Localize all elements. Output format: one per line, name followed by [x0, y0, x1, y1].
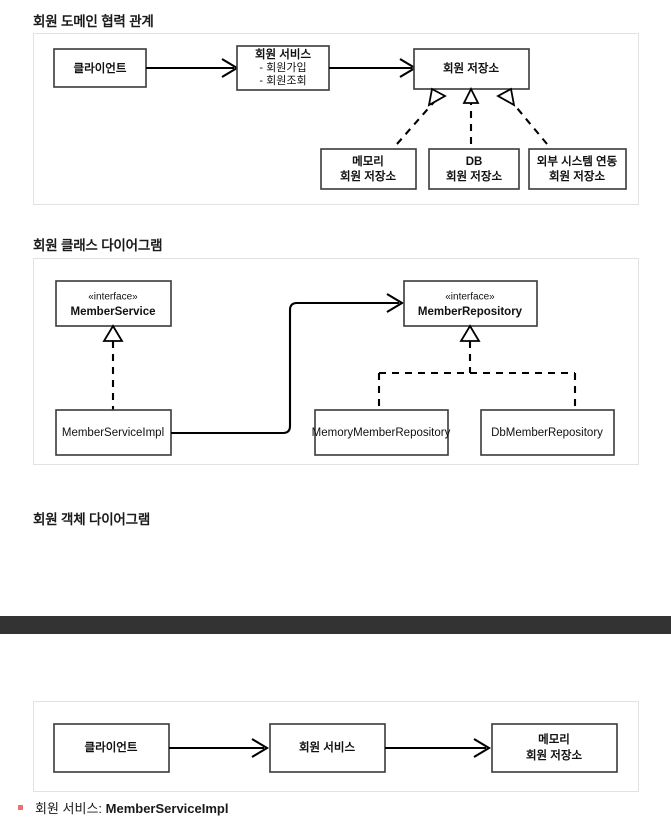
node-memory-repository-line-2: 회원 저장소 [340, 169, 397, 183]
node-db-member-repository: DbMemberRepository [480, 409, 615, 456]
node-object-client: 클라이언트 [53, 723, 170, 773]
footer-bullet-text: 회원 서비스: MemberServiceImpl [35, 798, 228, 817]
node-interface-member-repository: «interface» MemberRepository [403, 280, 538, 327]
node-external-repository-line-2: 회원 저장소 [549, 169, 606, 183]
edge-db-realizes-repository [462, 86, 480, 144]
node-external-repository-line-1: 외부 시스템 연동 [537, 154, 618, 168]
node-object-member-service: 회원 서비스 [269, 723, 386, 773]
class-diagram-canvas: «interface» MemberService MemberServiceI… [55, 280, 615, 456]
domain-diagram-canvas: 클라이언트 회원 서비스 - 회원가입 - 회원조회 [53, 45, 627, 190]
edge-memory-realizes-repository [396, 87, 447, 145]
node-object-client-label: 클라이언트 [85, 740, 138, 754]
object-diagram-canvas: 클라이언트 회원 서비스 메모리 회원 저장소 [53, 723, 618, 773]
node-client: 클라이언트 [53, 48, 147, 88]
footer-bullet-item: 회원 서비스: MemberServiceImpl [18, 798, 228, 817]
slide-divider-band [0, 616, 671, 634]
node-interface-member-service-name: MemberService [70, 306, 155, 318]
node-interface-member-service-stereotype: «interface» [88, 292, 138, 303]
node-interface-member-repository-stereotype: «interface» [445, 292, 495, 303]
heading-object-diagram: 회원 객체 다이어그램 [33, 512, 151, 527]
node-object-memory-repository-line-1: 메모리 [538, 732, 570, 746]
node-external-repository: 외부 시스템 연동 회원 저장소 [528, 148, 627, 190]
node-object-memory-repository-line-2: 회원 저장소 [526, 748, 583, 762]
node-memory-member-repository-name: MemoryMemberRepository [312, 427, 451, 439]
node-client-label: 클라이언트 [74, 61, 127, 75]
node-member-service-title: 회원 서비스 [255, 47, 312, 61]
bullet-square-icon [18, 805, 23, 810]
node-member-service-line-2: - 회원조회 [259, 74, 306, 87]
node-member-repository: 회원 저장소 [413, 48, 530, 90]
node-db-repository-line-1: DB [466, 156, 483, 168]
node-db-repository: DB 회원 저장소 [428, 148, 520, 190]
node-memory-repository-line-1: 메모리 [352, 154, 384, 168]
node-object-memory-repository: 메모리 회원 저장소 [491, 723, 618, 773]
node-memory-repository: 메모리 회원 저장소 [320, 148, 417, 190]
edge-impl-realizes-member-service [102, 324, 124, 410]
heading-class-diagram: 회원 클래스 다이어그램 [33, 238, 163, 253]
footer-bullet-emphasis: MemberServiceImpl [105, 801, 229, 816]
node-member-service-impl: MemberServiceImpl [55, 409, 172, 456]
edge-external-realizes-repository [496, 87, 548, 145]
figure-class-diagram: «interface» MemberService MemberServiceI… [33, 258, 639, 465]
edge-service-to-repository [329, 58, 418, 78]
node-member-repository-label: 회원 저장소 [443, 61, 500, 75]
node-memory-member-repository: MemoryMemberRepository [312, 409, 451, 456]
edge-client-to-service [146, 58, 240, 78]
node-db-member-repository-name: DbMemberRepository [491, 427, 603, 439]
figure-domain-collaboration: 클라이언트 회원 서비스 - 회원가입 - 회원조회 [33, 33, 639, 205]
footer-bullet-prefix: 회원 서비스: [35, 801, 106, 816]
node-interface-member-service: «interface» MemberService [55, 280, 172, 327]
edge-repositories-realize-member-repository [377, 324, 577, 410]
node-object-member-service-label: 회원 서비스 [299, 740, 356, 754]
node-member-service-impl-name: MemberServiceImpl [62, 427, 164, 439]
node-member-service: 회원 서비스 - 회원가입 - 회원조회 [236, 45, 330, 91]
edge-object-client-to-service [169, 738, 270, 758]
edge-object-service-to-memory [385, 738, 492, 758]
figure-object-diagram: 클라이언트 회원 서비스 메모리 회원 저장소 [33, 701, 639, 792]
edge-impl-uses-member-repository [171, 293, 405, 435]
heading-domain-collaboration: 회원 도메인 협력 관계 [33, 14, 154, 29]
node-interface-member-repository-name: MemberRepository [418, 306, 523, 318]
node-db-repository-line-2: 회원 저장소 [446, 169, 503, 183]
node-member-service-line-1: - 회원가입 [259, 61, 306, 74]
